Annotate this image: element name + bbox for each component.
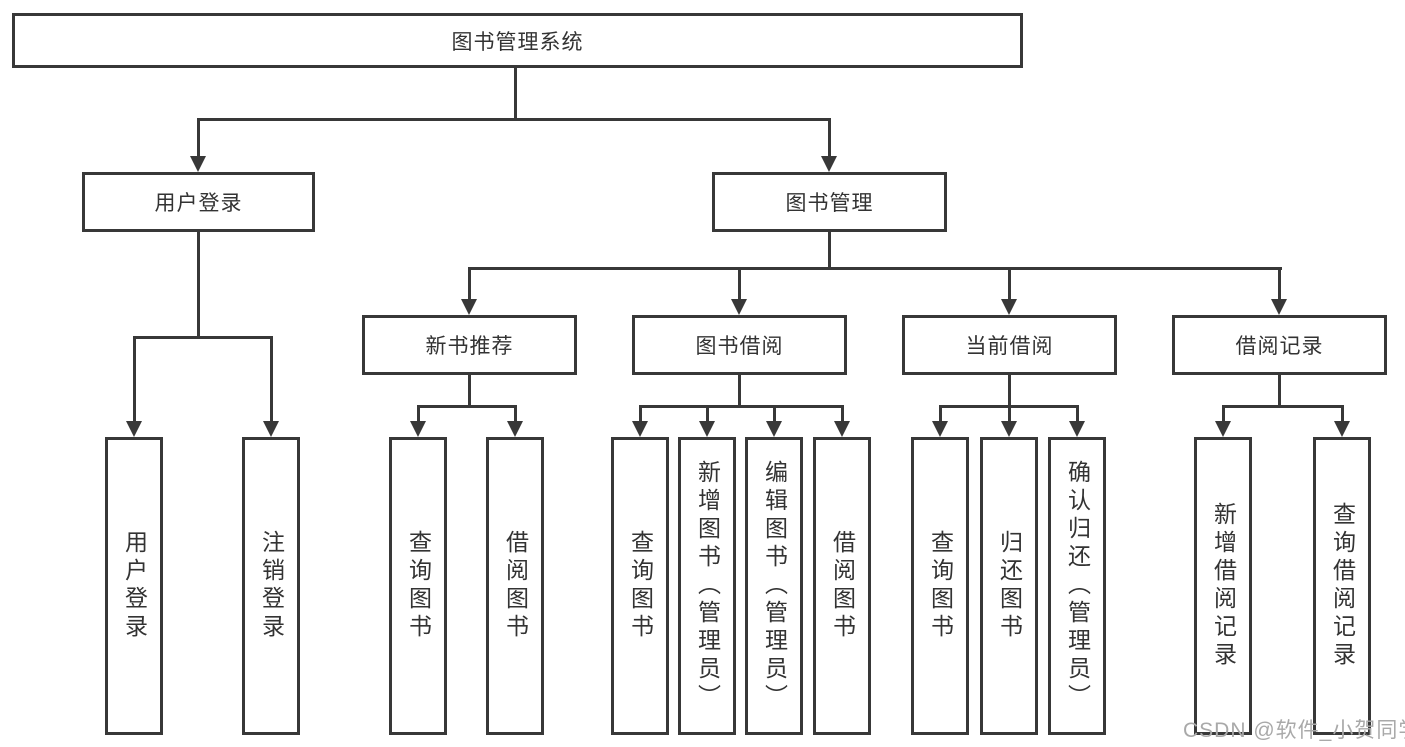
arrowhead-leaf [1334,421,1350,437]
connector-book-borrow-stem [738,375,741,408]
node-label: 当前借阅 [965,335,1054,358]
connector-drop-leaf [841,405,844,422]
connector-book-mgmt-stem [828,232,831,270]
arrowhead-logout-leaf [263,421,279,437]
leaf-add-borrow-record: 新增借阅记录 [1194,437,1252,735]
connector-book-borrow-rail [639,405,844,408]
leaf-logout: 注销登录 [242,437,300,735]
connector-drop-leaf [706,405,709,422]
csdn-watermark: CSDN @软件_小贺同学 [1183,719,1405,742]
connector-borrow-records-rail [1222,405,1344,408]
arrowhead-leaf [932,421,948,437]
node-label: 新增借阅记录 [1210,502,1237,670]
connector-drop-current-borrow [1008,267,1011,300]
leaf-query-books-current: 查询图书 [911,437,969,735]
arrowhead-leaf [1069,421,1085,437]
connector-new-books-stem [468,375,471,408]
connector-drop-leaf [1076,405,1079,422]
arrowhead-leaf [766,421,782,437]
node-root-library-system: 图书管理系统 [12,13,1023,68]
leaf-add-books-admin: 新增图书（管理员） [678,437,736,735]
node-label: 借阅记录 [1235,335,1324,358]
connector-drop-leaf [1341,405,1344,422]
node-label: 借阅图书 [502,530,529,642]
arrowhead-leaf [834,421,850,437]
connector-drop-leaf [639,405,642,422]
connector-drop-leaf [417,405,420,422]
connector-user-login-stem [197,232,200,339]
arrowhead-borrow-records [1271,299,1287,315]
arrowhead-leaf [1001,421,1017,437]
node-label: 图书管理系统 [451,30,584,54]
connector-root-stem [514,68,517,120]
node-label: 查询图书 [627,530,654,642]
arrowhead-leaf [699,421,715,437]
node-borrow-records: 借阅记录 [1172,315,1387,375]
node-current-borrowing: 当前借阅 [902,315,1117,375]
leaf-borrow-books-recommend: 借阅图书 [486,437,544,735]
leaf-query-borrow-record: 查询借阅记录 [1313,437,1371,735]
connector-drop-new-books [468,267,471,300]
connector-drop-book-mgmt [828,118,831,157]
connector-root-rail [197,118,831,121]
leaf-query-books-recommend: 查询图书 [389,437,447,735]
leaf-user-login: 用户登录 [105,437,163,735]
connector-drop-logout-leaf [270,336,273,422]
leaf-query-books-borrowing: 查询图书 [611,437,669,735]
connector-user-login-rail [133,336,273,339]
connector-drop-leaf [939,405,942,422]
connector-book-mgmt-rail [468,267,1282,270]
node-book-borrowing: 图书借阅 [632,315,847,375]
leaf-return-books: 归还图书 [980,437,1038,735]
connector-borrow-records-stem [1278,375,1281,408]
connector-drop-leaf [1008,405,1011,422]
node-label: 图书借阅 [695,335,784,358]
node-label: 编辑图书（管理员） [761,460,788,712]
arrowhead-current-borrow [1001,299,1017,315]
connector-new-books-rail [417,405,517,408]
node-label: 用户登录 [121,530,148,642]
arrowhead-leaf [410,421,426,437]
node-label: 新书推荐 [425,335,514,358]
node-label: 查询图书 [927,530,954,642]
connector-drop-leaf [514,405,517,422]
arrowhead-user-login [190,156,206,172]
node-label: 借阅图书 [829,530,856,642]
connector-drop-leaf [1222,405,1225,422]
node-label: 注销登录 [258,530,285,642]
connector-drop-leaf [773,405,776,422]
node-new-book-recommend: 新书推荐 [362,315,577,375]
connector-drop-borrow-records [1278,267,1281,300]
leaf-borrow-books: 借阅图书 [813,437,871,735]
node-label: 图书管理 [785,192,874,215]
arrowhead-book-mgmt [821,156,837,172]
node-label: 新增图书（管理员） [694,460,721,712]
connector-current-borrow-stem [1008,375,1011,408]
connector-drop-book-borrow [738,267,741,300]
arrowhead-login-leaf [126,421,142,437]
node-user-login: 用户登录 [82,172,315,232]
connector-drop-login-leaf [133,336,136,422]
node-label: 确认归还（管理员） [1064,460,1091,712]
arrowhead-leaf [507,421,523,437]
connector-drop-user-login [197,118,200,157]
arrowhead-leaf [632,421,648,437]
node-label: 归还图书 [996,530,1023,642]
arrowhead-new-books [461,299,477,315]
arrowhead-leaf [1215,421,1231,437]
node-label: 查询借阅记录 [1329,502,1356,670]
node-label: 用户登录 [154,192,243,215]
leaf-confirm-return-admin: 确认归还（管理员） [1048,437,1106,735]
node-label: 查询图书 [405,530,432,642]
node-book-management: 图书管理 [712,172,947,232]
arrowhead-book-borrow [731,299,747,315]
leaf-edit-books-admin: 编辑图书（管理员） [745,437,803,735]
